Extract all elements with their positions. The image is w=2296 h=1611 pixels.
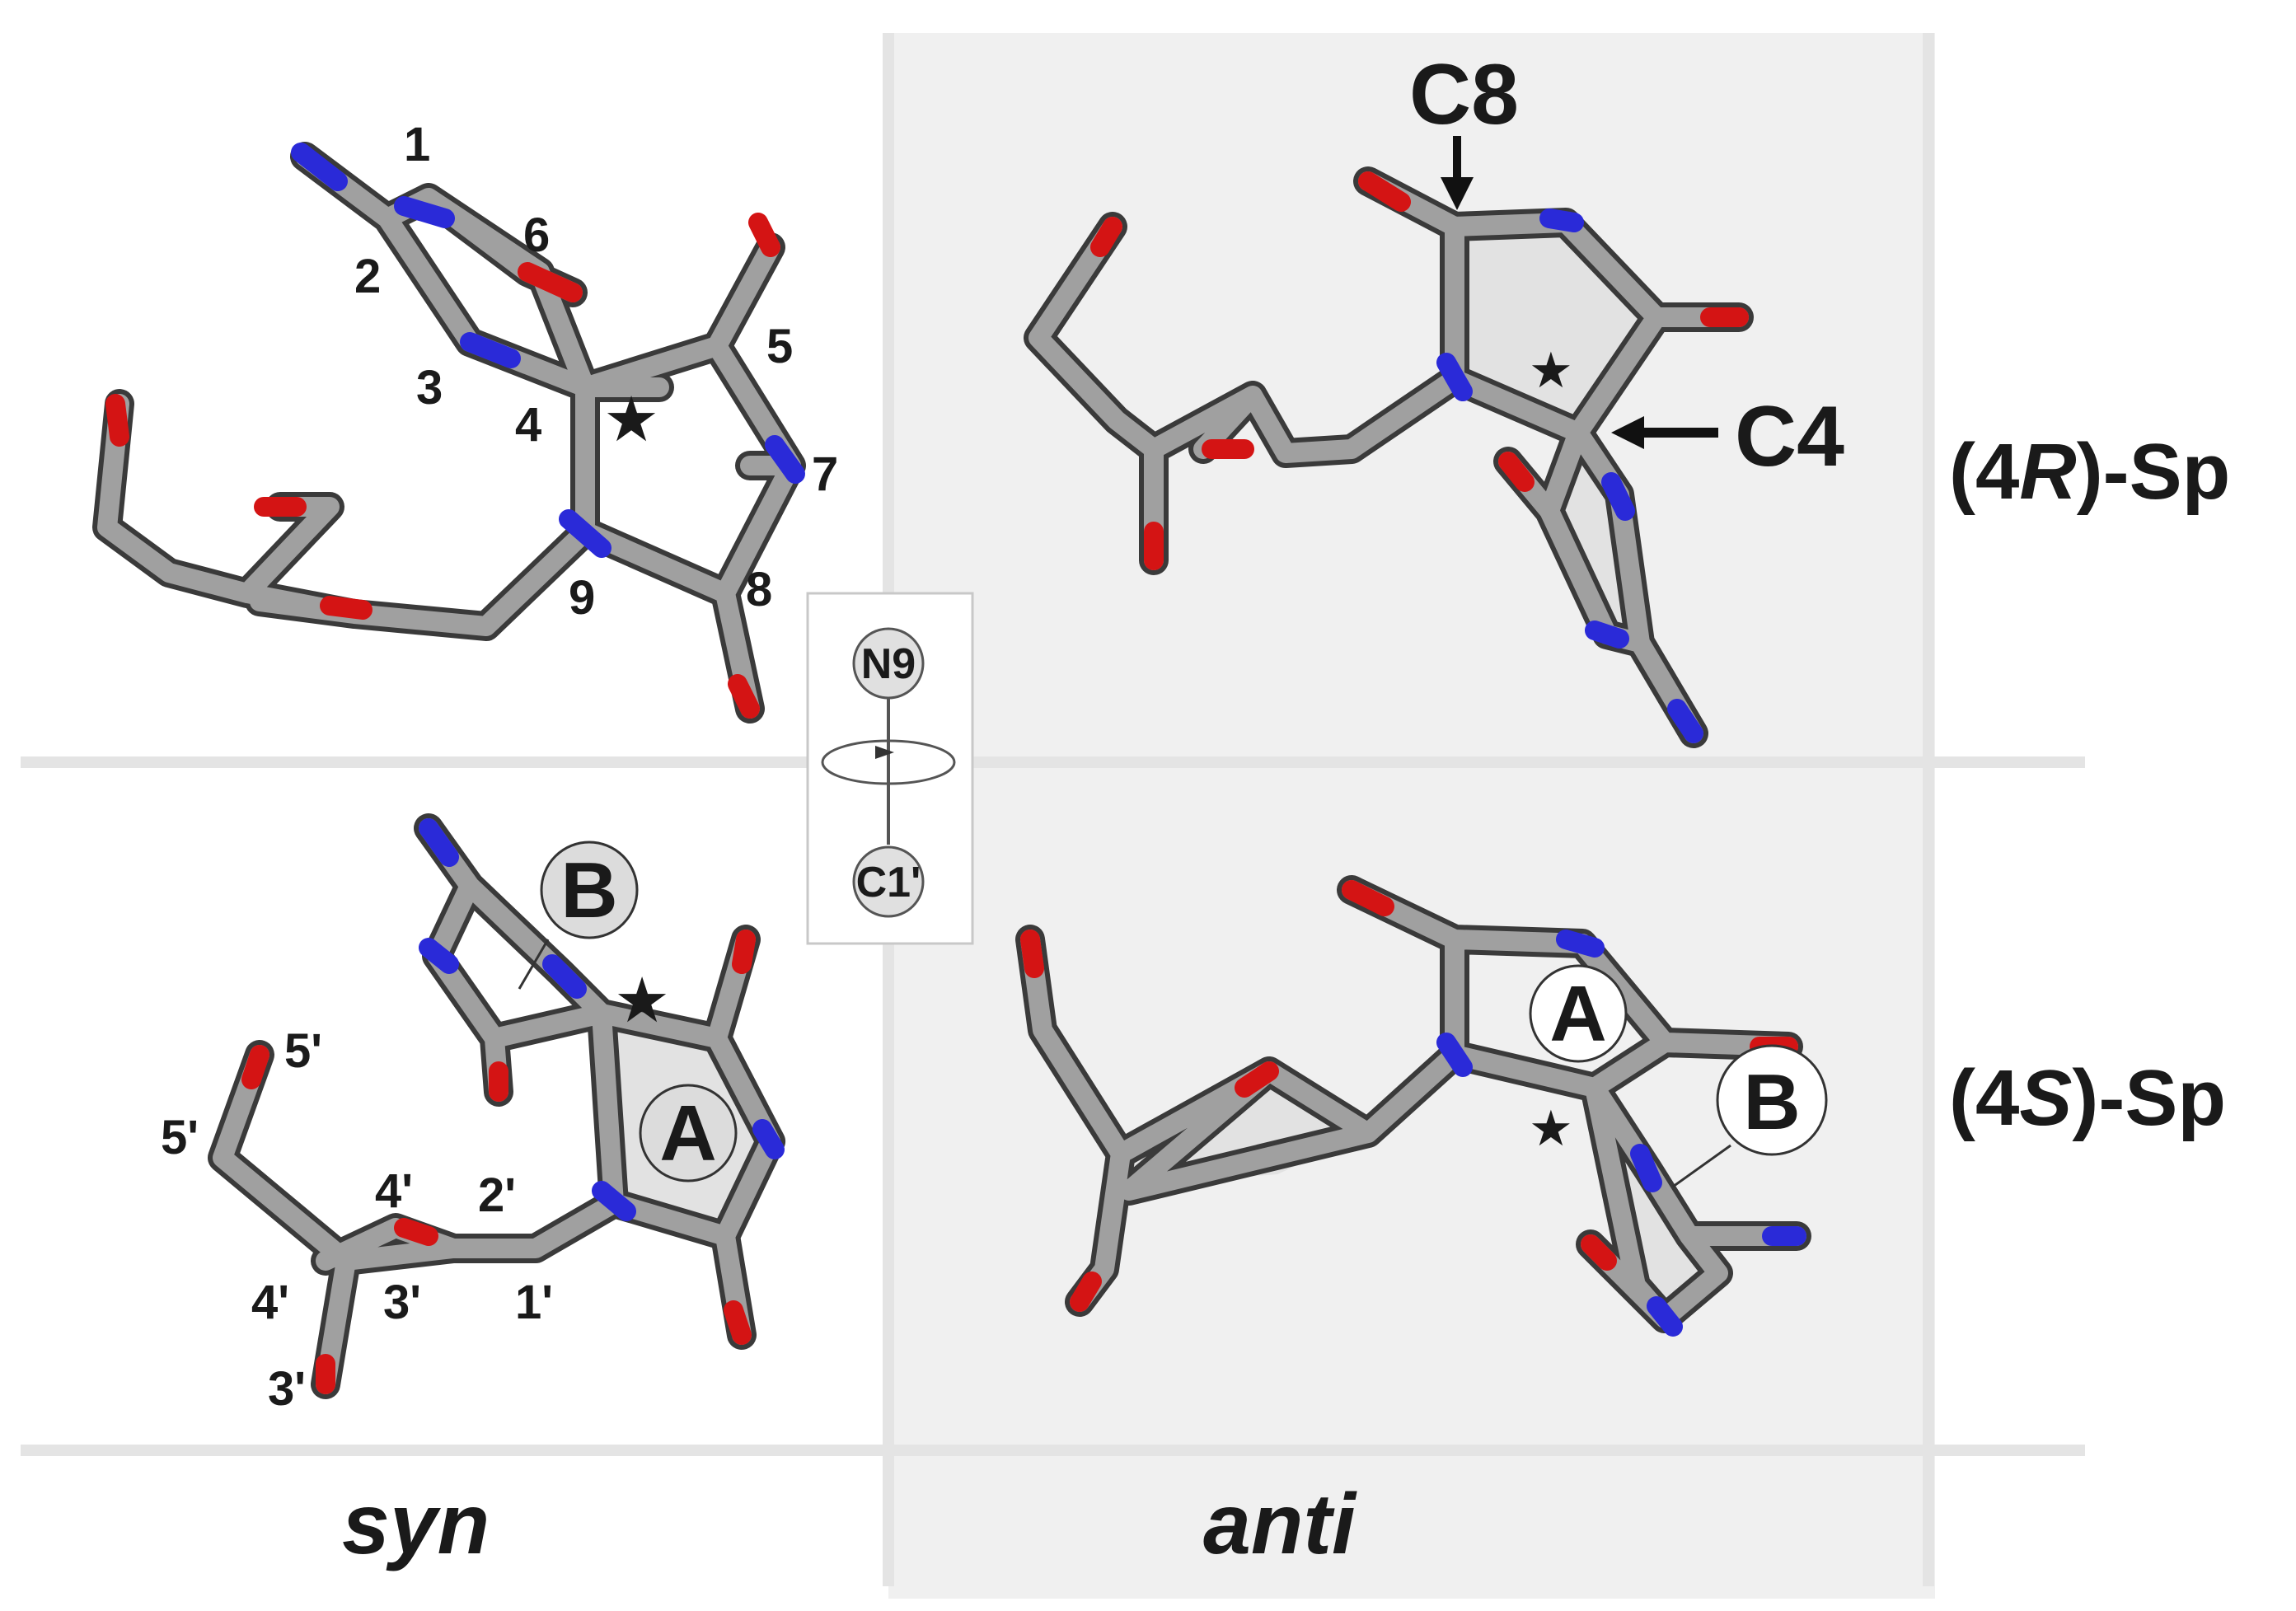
svg-text:3': 3' [383,1276,421,1329]
bottom-anti-ring-b-label: B [1743,1058,1800,1146]
top-syn-atom-numbers: 1 2 3 4 5 6 7 8 9 [354,118,838,625]
svg-text:4': 4' [375,1164,413,1218]
row-label-4r: (4R)-Sp [1949,428,2230,516]
bottom-syn-ring-b-label: B [560,846,617,934]
label-c4: C4 [1735,389,1844,485]
top-syn-stereo-star: ★ [603,385,659,455]
column-label-anti: anti [1203,1477,1357,1572]
column-label-syn: syn [342,1477,490,1572]
svg-text:4': 4' [251,1276,289,1329]
svg-text:3': 3' [268,1362,306,1416]
arrow-c8 [1441,136,1474,210]
anti-panel-background [888,33,1935,1599]
bottom-anti-ring-b-badge [1672,1044,1828,1188]
molecule-top-syn [92,142,806,724]
svg-text:5': 5' [284,1024,322,1078]
bottom-syn-ring-a-badge [639,1084,738,1182]
svg-text:7: 7 [812,447,838,501]
bottom-anti-ring-a-label: A [1549,970,1606,1058]
svg-text:9: 9 [569,571,595,625]
molecule-top-anti [1024,166,1754,748]
top-anti-stereo-star: ★ [1529,343,1573,398]
svg-text:6: 6 [523,208,550,262]
bottom-syn-stereo-star: ★ [614,966,670,1036]
svg-text:5: 5 [766,320,793,373]
rotation-key-n9: N9 [861,640,916,688]
svg-text:3: 3 [416,361,443,414]
row-label-4s: (4S)-Sp [1949,1054,2226,1142]
bottom-syn-ring-b-badge [518,841,639,990]
svg-text:2: 2 [354,250,381,303]
svg-text:1': 1' [515,1276,553,1329]
bottom-anti-ring-a-badge [1529,964,1628,1063]
svg-text:4: 4 [515,398,541,452]
label-c8: C8 [1409,47,1519,143]
bottom-anti-stereo-star: ★ [1529,1101,1573,1156]
svg-text:5': 5' [161,1111,199,1164]
rotation-key-c1: C1' [856,859,921,906]
rotation-key [806,592,974,945]
bottom-syn-ring-a-label: A [659,1089,716,1178]
arrow-c4 [1611,416,1718,449]
svg-text:1: 1 [404,118,430,171]
svg-text:2': 2' [478,1168,516,1222]
bottom-syn-sugar-labels: 5' 5' 4' 2' 4' 3' 1' 3' [161,1024,553,1416]
molecule-bottom-syn [208,813,785,1399]
svg-text:8: 8 [746,563,772,616]
